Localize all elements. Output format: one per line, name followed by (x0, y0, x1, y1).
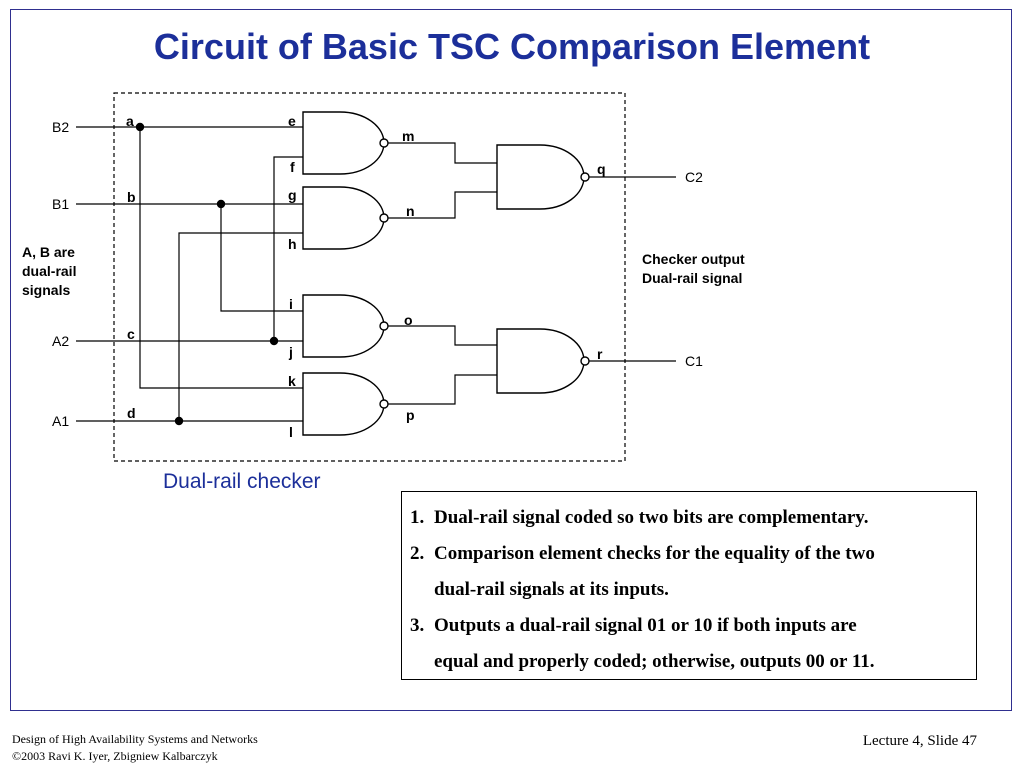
node-label-l: l (289, 424, 293, 440)
note-line: dual-rail signals at its inputs. (434, 579, 669, 600)
node-label-c: c (127, 326, 135, 342)
nand-gate-3 (302, 294, 385, 358)
diagram-caption: Dual-rail checker (163, 470, 321, 493)
footer-credits: Design of High Availability Systems and … (12, 731, 258, 765)
node-label-g: g (288, 187, 297, 203)
nand-gate-4 (302, 372, 385, 436)
nand-gates (302, 111, 590, 436)
checker-boundary (113, 92, 626, 462)
note-item: 2. Comparison element checks for the equ… (410, 536, 970, 608)
junction-dots (135, 122, 279, 426)
note-number: 1. (410, 507, 425, 528)
input-label-a2: A2 (52, 333, 69, 349)
node-label-n: n (406, 203, 415, 219)
inputs-annotation-line: dual-rail (22, 263, 77, 279)
input-label-b1: B1 (52, 196, 69, 212)
note-line: Comparison element checks for the equali… (434, 543, 875, 564)
nand-gate-2 (302, 186, 385, 250)
node-label-e: e (288, 113, 296, 129)
footer-copyright: ©2003 Ravi K. Iyer, Zbigniew Kalbarczyk (12, 749, 218, 763)
output-annotation-line: Checker output (642, 251, 745, 267)
nand-gate-1 (302, 111, 385, 175)
wires (76, 126, 676, 422)
node-label-h: h (288, 236, 297, 252)
output-annotation-line: Dual-rail signal (642, 270, 743, 286)
output-annotation: Checker output Dual-rail signal (642, 250, 745, 288)
input-label-a1: A1 (52, 413, 69, 429)
node-label-a: a (126, 113, 134, 129)
note-item: 3. Outputs a dual-rail signal 01 or 10 i… (410, 608, 970, 680)
node-label-j: j (288, 344, 293, 360)
nand-gate-6 (496, 328, 585, 394)
slide-title: Circuit of Basic TSC Comparison Element (153, 26, 871, 67)
node-label-b: b (127, 189, 136, 205)
output-label-c2: C2 (685, 169, 703, 185)
note-line: Dual-rail signal coded so two bits are c… (434, 507, 869, 528)
note-number: 2. (410, 543, 425, 564)
inputs-annotation: A, B are dual-rail signals (22, 243, 76, 300)
slide-frame (10, 9, 1012, 711)
note-number: 3. (410, 615, 425, 636)
nand-gate-5 (496, 144, 585, 210)
node-label-m: m (402, 128, 414, 144)
inputs-annotation-line: A, B are (22, 244, 75, 260)
node-label-f: f (290, 159, 295, 175)
output-label-c1: C1 (685, 353, 703, 369)
slide-number: Lecture 4, Slide 47 (862, 733, 977, 749)
note-line: equal and properly coded; otherwise, out… (434, 651, 875, 672)
node-label-p: p (406, 407, 415, 423)
node-label-r: r (597, 346, 603, 362)
node-label-i: i (289, 296, 293, 312)
node-label-d: d (127, 405, 136, 421)
note-line: Outputs a dual-rail signal 01 or 10 if b… (434, 615, 857, 636)
note-item: 1. Dual-rail signal coded so two bits ar… (410, 500, 970, 536)
notes-box: 1. Dual-rail signal coded so two bits ar… (401, 491, 977, 680)
input-label-b2: B2 (52, 119, 69, 135)
footer-course: Design of High Availability Systems and … (12, 732, 258, 746)
node-label-k: k (288, 373, 296, 389)
inputs-annotation-line: signals (22, 282, 71, 298)
node-label-q: q (597, 161, 606, 177)
node-label-o: o (404, 312, 413, 328)
